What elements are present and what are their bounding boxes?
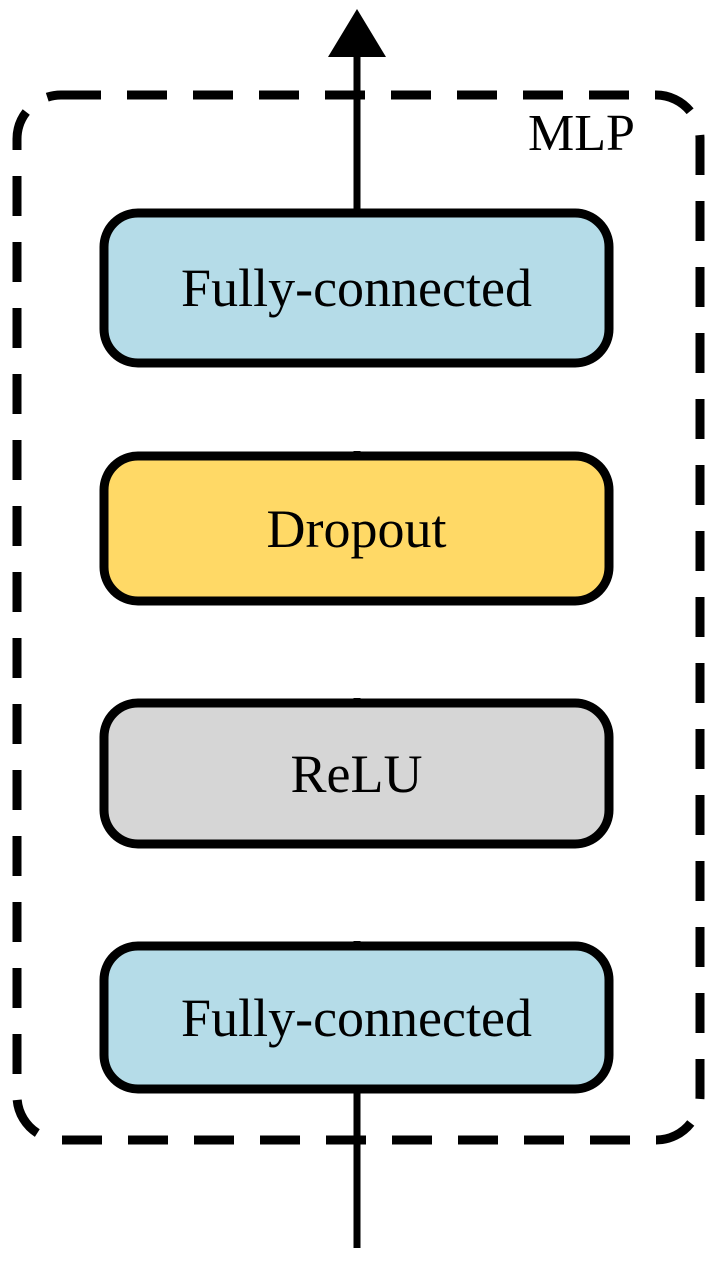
mlp-group-label: MLP — [528, 105, 635, 162]
output-arrow-icon — [328, 9, 386, 57]
block-dropout[interactable] — [99, 451, 614, 606]
block-fully-connected-bottom[interactable] — [99, 941, 614, 1094]
block-fully-connected-top[interactable] — [99, 208, 614, 368]
block-relu[interactable] — [99, 698, 614, 849]
